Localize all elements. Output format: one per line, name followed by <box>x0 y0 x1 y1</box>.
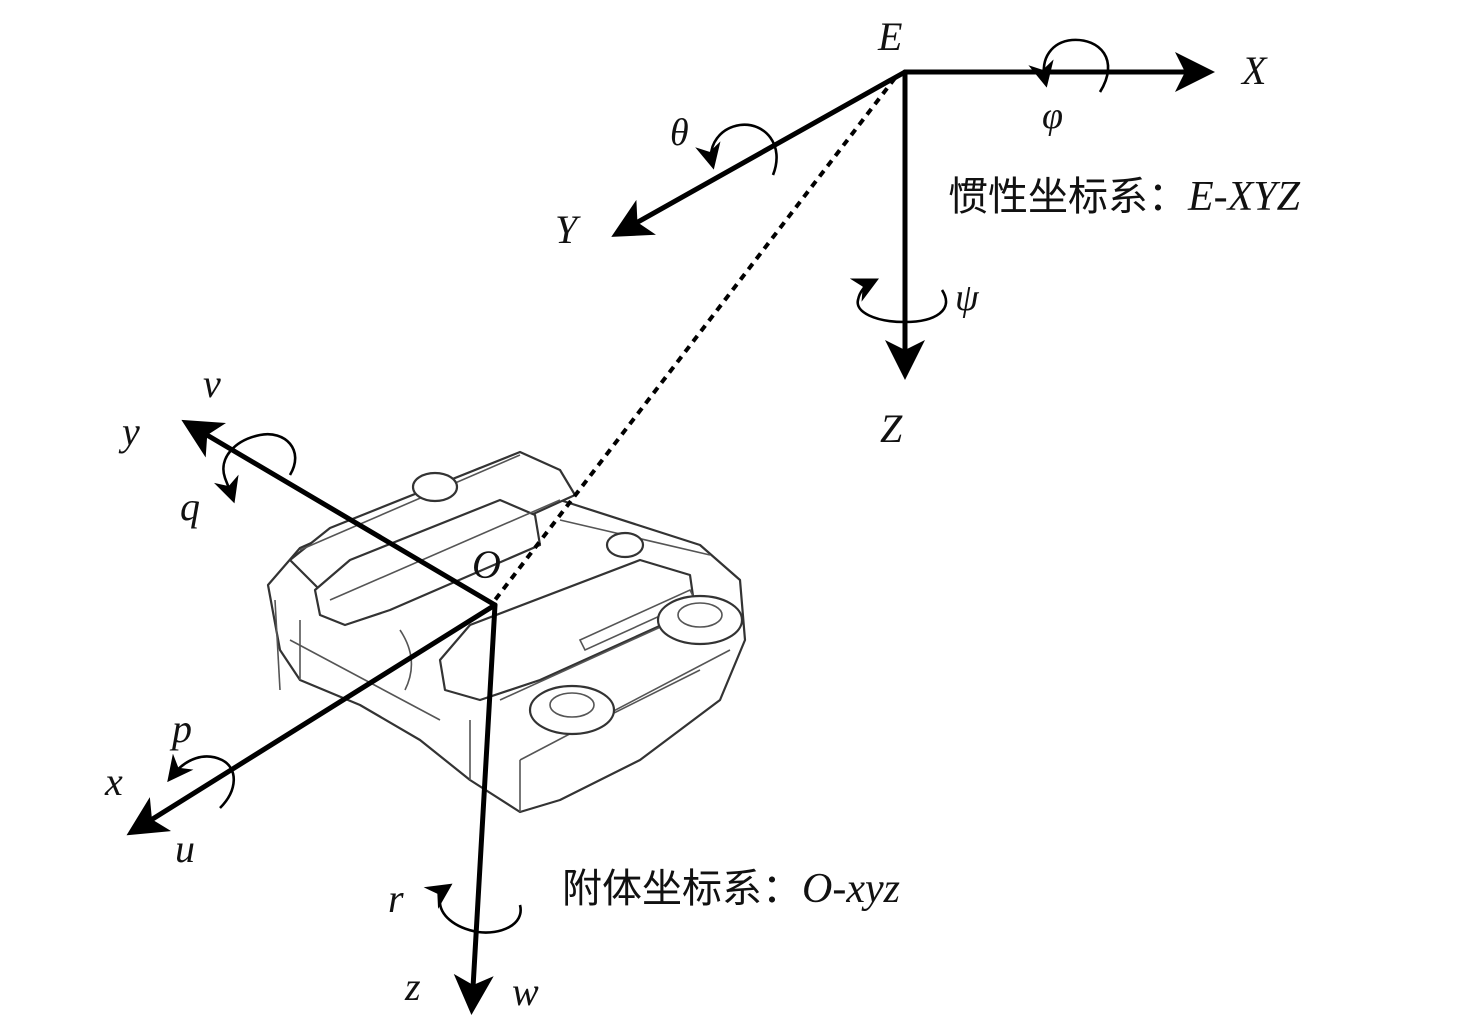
velocity-w-label: w <box>512 969 539 1014</box>
inertial-x-label: X <box>1240 48 1268 93</box>
body-x-axis <box>126 602 498 836</box>
inertial-y-label: Y <box>555 207 581 252</box>
body-frame: O x y z u v w p q r 附体坐标系：O-xyz <box>104 361 900 1015</box>
dashed-position-vector <box>493 76 897 602</box>
body-z-label: z <box>404 964 421 1009</box>
rotation-theta-arrow <box>695 123 778 176</box>
velocity-v-label: v <box>203 361 221 406</box>
rotation-phi-arrow <box>1028 38 1110 93</box>
rotation-psi-label: ψ <box>955 277 980 319</box>
body-frame-caption: 附体坐标系：O-xyz <box>562 866 900 912</box>
rotation-q-label: q <box>180 484 200 529</box>
inertial-frame: E X Y Z φ θ ψ 惯性坐标系：E-XYZ <box>555 14 1301 451</box>
rotation-phi-label: φ <box>1042 95 1063 137</box>
inertial-z-label: Z <box>880 406 903 451</box>
rotation-p-label: p <box>169 706 192 751</box>
rotation-p-arrow <box>167 753 235 809</box>
body-x-label: x <box>104 759 123 804</box>
velocity-u-label: u <box>175 826 195 871</box>
rov-vehicle-illustration <box>266 450 747 814</box>
body-y-label: y <box>118 409 140 454</box>
rotation-r-arrow <box>423 883 522 934</box>
rotation-theta-label: θ <box>670 112 689 154</box>
rotation-r-label: r <box>388 876 404 921</box>
rotation-q-arrow <box>213 432 297 504</box>
inertial-y-axis <box>611 69 908 237</box>
body-origin-label: O <box>472 542 501 587</box>
body-z-axis <box>453 602 498 1015</box>
inertial-frame-caption: 惯性坐标系：E-XYZ <box>948 174 1301 220</box>
rotation-psi-arrow <box>849 278 948 324</box>
inertial-origin-label: E <box>877 14 902 59</box>
body-y-axis <box>181 419 498 608</box>
